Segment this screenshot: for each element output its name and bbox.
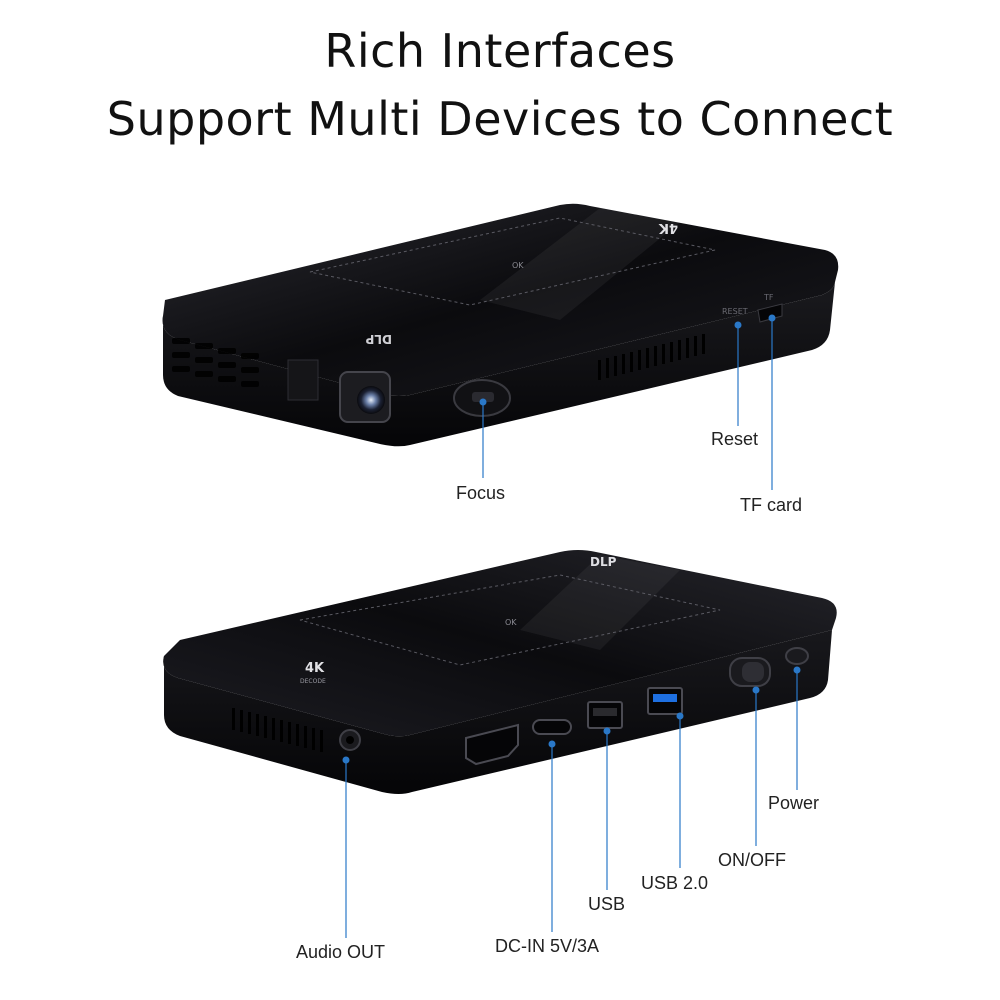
bottom-4k-badge: 4K bbox=[305, 661, 325, 676]
hdmi-port[interactable] bbox=[465, 723, 519, 766]
reset-port-text: RESET bbox=[722, 307, 748, 316]
top-glass-surface bbox=[162, 203, 839, 396]
focus-label: Focus bbox=[456, 483, 506, 503]
top-lens-housing bbox=[287, 359, 319, 401]
top-callouts bbox=[479, 314, 776, 490]
title-line-1: Rich Interfaces bbox=[324, 24, 676, 78]
top-lens bbox=[357, 386, 385, 414]
reset-label: Reset bbox=[711, 429, 759, 449]
tf-port-text: TF bbox=[763, 293, 774, 302]
top-dlp-logo: DLP bbox=[365, 332, 392, 346]
bottom-device-body: OK DLP 4K DECODE bbox=[163, 550, 837, 794]
power-button[interactable] bbox=[785, 647, 809, 665]
power-label: Power bbox=[768, 793, 820, 813]
tf-card-label: TF card bbox=[740, 495, 803, 515]
usb-label: USB bbox=[588, 894, 626, 914]
bottom-glass-surface bbox=[163, 550, 837, 737]
top-right-vents bbox=[598, 334, 705, 380]
dc-in-label: DC-IN 5V/3A bbox=[495, 936, 600, 956]
bottom-dlp-logo: DLP bbox=[590, 555, 617, 569]
top-front-face bbox=[162, 282, 835, 447]
bottom-front-face bbox=[163, 630, 833, 794]
bottom-callouts bbox=[342, 666, 801, 938]
usb2-label: USB 2.0 bbox=[641, 873, 709, 893]
audio-out-label: Audio OUT bbox=[296, 942, 386, 962]
tf-card-slot[interactable] bbox=[757, 303, 783, 323]
title-line-2: Support Multi Devices to Connect bbox=[106, 92, 894, 146]
bottom-ok-text: OK bbox=[505, 618, 517, 627]
top-4k-badge: 4K bbox=[658, 220, 678, 235]
dc-in-port[interactable] bbox=[532, 719, 572, 735]
top-left-vents bbox=[172, 338, 259, 387]
top-device-body: OK DLP 4K bbox=[162, 203, 839, 447]
top-ok-text: OK bbox=[512, 261, 524, 270]
bottom-left-vents bbox=[232, 708, 323, 752]
bottom-touch-pad-outline bbox=[299, 574, 721, 666]
on-off-label: ON/OFF bbox=[718, 850, 786, 870]
bottom-4k-sub: DECODE bbox=[300, 678, 326, 685]
touch-pad-outline bbox=[309, 217, 716, 306]
